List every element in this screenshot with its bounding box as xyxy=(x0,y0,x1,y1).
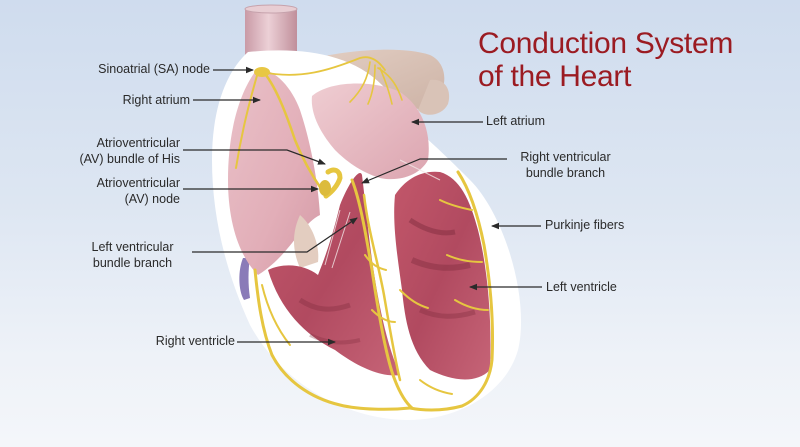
label-av-node-line-1: Atrioventricular xyxy=(96,176,180,190)
label-right-ventricle: Right ventricle xyxy=(110,334,235,350)
label-av-node-line-2: (AV) node xyxy=(124,191,180,206)
label-left-bundle-branch-line-2: bundle branch xyxy=(92,255,173,270)
conduction-fibers xyxy=(235,56,495,412)
sa-node xyxy=(254,67,270,77)
label-av-node: Atrioventricular (AV) node xyxy=(40,176,180,207)
label-left-atrium-text: Left atrium xyxy=(486,114,546,128)
right-ventricle-chamber xyxy=(268,173,400,376)
label-left-ventricle: Left ventricle xyxy=(546,280,617,296)
label-right-bundle-branch-line-1: Right ventricular xyxy=(520,150,611,164)
leader-lines xyxy=(183,66,542,346)
label-right-bundle-branch-line-2: bundle branch xyxy=(525,165,606,180)
label-bundle-of-his-line-2: (AV) bundle of His xyxy=(79,151,180,166)
diagram-title: Conduction System of the Heart xyxy=(478,27,733,93)
label-left-atrium: Left atrium xyxy=(486,114,545,130)
title-line-1: Conduction System xyxy=(478,27,734,60)
label-left-ventricle-text: Left ventricle xyxy=(546,280,617,294)
label-bundle-of-his: Atrioventricular (AV) bundle of His xyxy=(40,136,180,167)
label-left-bundle-branch: Left ventricular bundle branch xyxy=(75,240,190,271)
label-right-atrium-text: Right atrium xyxy=(122,93,190,107)
label-left-bundle-branch-line-1: Left ventricular xyxy=(91,240,174,254)
av-node xyxy=(319,180,331,196)
label-purkinje-fibers-text: Purkinje fibers xyxy=(545,218,625,232)
label-sa-node: Sinoatrial (SA) node xyxy=(70,62,210,78)
left-ventricle-chamber xyxy=(394,171,491,380)
label-purkinje-fibers: Purkinje fibers xyxy=(545,218,624,234)
left-atrium-chamber xyxy=(311,83,429,180)
label-right-atrium: Right atrium xyxy=(70,93,190,109)
label-sa-node-text: Sinoatrial (SA) node xyxy=(98,62,210,76)
label-right-bundle-branch: Right ventricular bundle branch xyxy=(508,150,623,181)
label-bundle-of-his-line-1: Atrioventricular xyxy=(96,136,180,150)
label-right-ventricle-text: Right ventricle xyxy=(155,334,235,348)
title-line-2: of the Heart xyxy=(478,60,632,93)
